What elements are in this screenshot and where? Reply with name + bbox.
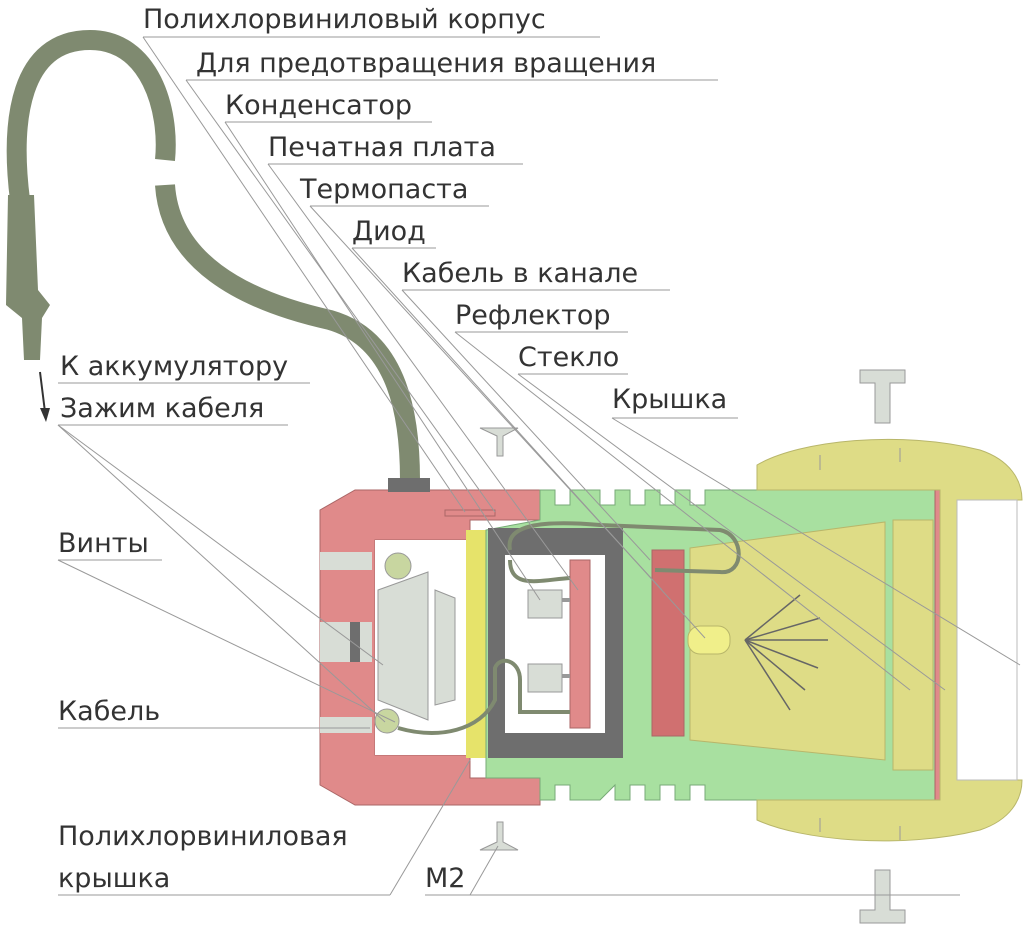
label-diode: Диод [352,216,426,247]
label-reflector: Рефлектор [455,300,611,331]
label-thermal-paste: Термопаста [299,174,468,205]
label-anti-rotation: Для предотвращения вращения [196,48,656,79]
label-cable: Кабель [58,696,160,727]
pvc-washer [466,530,486,758]
front-cap-part [756,438,1023,842]
label-glass: Стекло [518,342,619,373]
inner-chamber [374,530,486,758]
m2-screw-icon-top [479,427,519,457]
leader-lines [57,36,1021,896]
capacitor-part [527,589,563,619]
battery-cable [6,29,420,481]
cable-clamp-part [377,571,429,721]
label-cable-clamp: Зажим кабеля [60,393,264,424]
label-cable-in-channel: Кабель в канале [402,258,638,289]
screw-icon-top-large [859,369,906,424]
screw-bottom-icon [374,708,400,734]
internal-wiring [397,521,741,735]
label-pvc-cap-line1: Полихлорвиниловая [58,821,348,852]
label-pcb: Печатная плата [268,132,496,163]
cable-plug [6,195,50,360]
label-to-battery: К аккумулятору [60,351,288,382]
thermal-paste-part [651,549,685,737]
pcb-part [569,559,591,729]
label-pvc-body: Полихлорвиниловый корпус [143,4,546,35]
label-pvc-cap-line2: крышка [58,863,170,894]
label-capacitor: Конденсатор [225,90,412,121]
reflector-part [687,519,934,771]
diode-part [687,625,731,655]
battery-arrow-icon [39,371,50,422]
label-screws: Винты [58,528,149,559]
screw-icon-bottom-large [859,869,906,924]
cable-entry [388,478,430,492]
label-cap: Крышка [612,384,727,415]
m2-screw-icon-bottom [479,821,519,851]
label-m2: М2 [425,863,465,894]
screw-top-icon [384,552,412,580]
